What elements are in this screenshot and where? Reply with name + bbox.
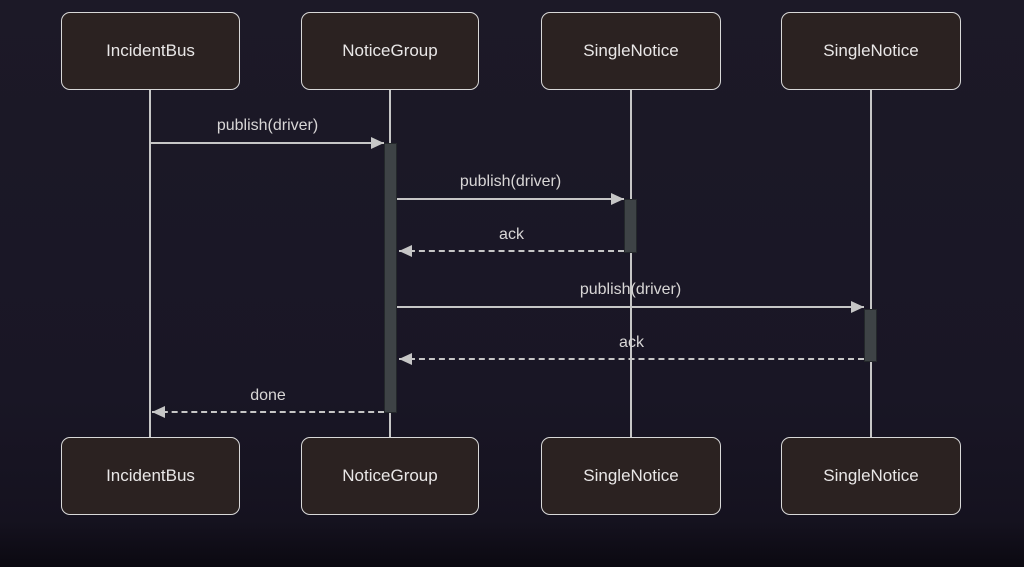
actor-box-singlenotice-1-bottom: SingleNotice [541,437,721,515]
actor-box-incidentbus-top: IncidentBus [61,12,240,90]
message-line-ack-1 [399,250,624,252]
actor-label: SingleNotice [823,466,919,485]
actor-box-singlenotice-2-bottom: SingleNotice [781,437,961,515]
message-label-publish-1: publish(driver) [216,117,319,134]
message-line-done [152,411,384,413]
arrowhead-right-icon [611,193,624,205]
actor-box-noticegroup-bottom: NoticeGroup [301,437,479,515]
message-line-publish-2 [397,198,624,200]
message-label-done: done [250,387,286,404]
actor-label: IncidentBus [106,466,195,485]
activation-bar-singlenotice-2 [864,309,877,362]
actor-label: NoticeGroup [342,41,438,60]
actor-label: IncidentBus [106,41,195,60]
activation-bar-noticegroup [384,143,397,413]
lifeline-singlenotice-1 [630,90,632,437]
arrowhead-left-icon [399,245,412,257]
lifeline-incidentbus [149,90,151,437]
message-label-publish-2: publish(driver) [459,173,562,190]
message-line-ack-2 [399,358,864,360]
actor-box-incidentbus-bottom: IncidentBus [61,437,240,515]
message-line-publish-1 [151,142,384,144]
arrowhead-left-icon [152,406,165,418]
arrowhead-right-icon [851,301,864,313]
message-line-publish-3 [397,306,864,308]
actor-label: SingleNotice [583,41,679,60]
message-label-ack-1: ack [499,226,524,243]
lifeline-singlenotice-2 [870,90,872,437]
actor-box-singlenotice-2-top: SingleNotice [781,12,961,90]
arrowhead-left-icon [399,353,412,365]
actor-box-noticegroup-top: NoticeGroup [301,12,479,90]
actor-box-singlenotice-1-top: SingleNotice [541,12,721,90]
actor-label: NoticeGroup [342,466,438,485]
actor-label: SingleNotice [583,466,679,485]
arrowhead-right-icon [371,137,384,149]
activation-bar-singlenotice-1 [624,199,637,253]
message-label-publish-3: publish(driver) [579,281,682,298]
actor-label: SingleNotice [823,41,919,60]
message-label-ack-2: ack [619,334,644,351]
